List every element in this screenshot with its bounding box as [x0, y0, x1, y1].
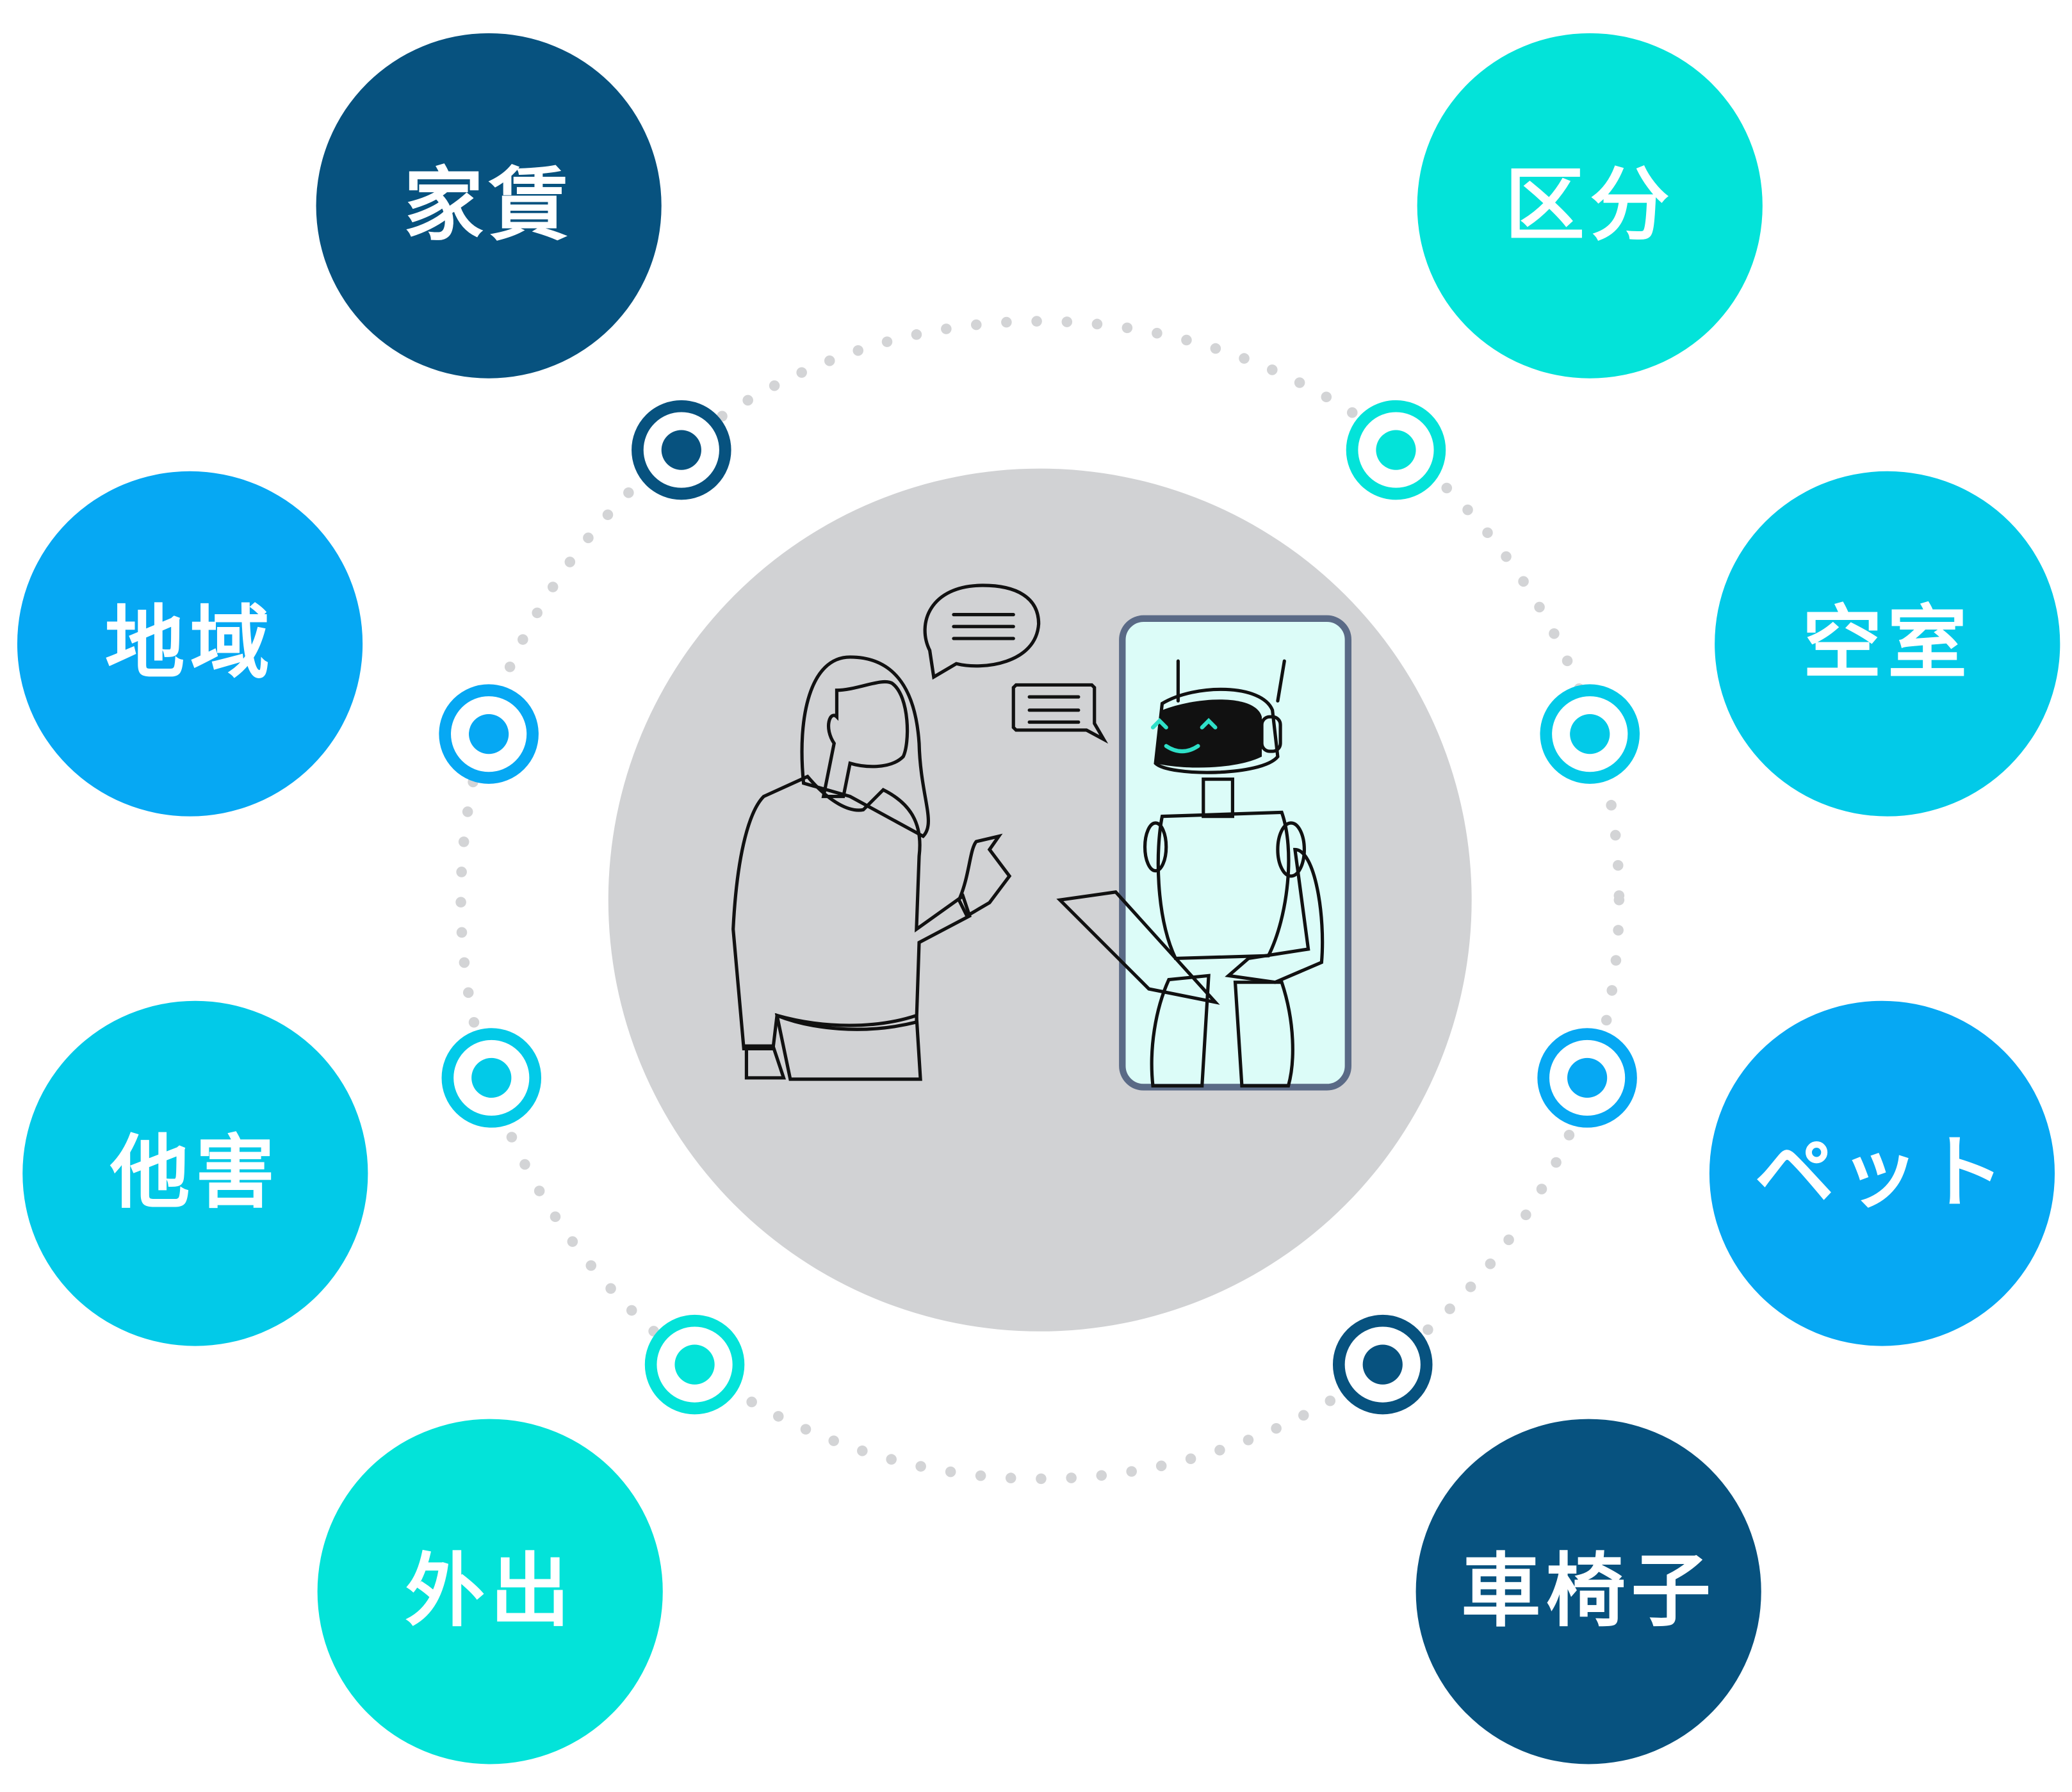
ring-marker	[632, 400, 731, 500]
speech-bubble-icon	[923, 583, 1041, 680]
ring-marker	[1346, 400, 1446, 500]
node-pet: ペット	[1709, 1000, 2055, 1346]
node-vacancy: 空室	[1715, 471, 2060, 817]
node-label: 他害	[110, 1127, 280, 1219]
ring-marker	[439, 684, 539, 784]
dotted-ring	[455, 316, 1625, 1485]
ring-markers	[439, 400, 1640, 1415]
node-outing: 外出	[317, 1419, 663, 1764]
node-harm: 他害	[22, 1000, 368, 1346]
ring-marker	[644, 1314, 745, 1415]
node-label: 区分	[1505, 159, 1675, 252]
woman-figure	[731, 655, 1012, 1081]
woman-robot-illustration	[731, 583, 1352, 1091]
node-label: 外出	[405, 1545, 575, 1638]
node-rent: 家賃	[316, 33, 662, 379]
node-label: 家賃	[404, 159, 573, 252]
node-label: 地域	[105, 598, 275, 690]
node-wheelchair: 車椅子	[1415, 1419, 1761, 1764]
chat-bubble-icon	[1011, 683, 1109, 744]
node-area: 地域	[17, 471, 363, 817]
ring-marker	[1332, 1314, 1433, 1415]
node-label: 空室	[1802, 598, 1972, 690]
ring-marker	[1540, 684, 1640, 784]
node-category: 区分	[1417, 33, 1763, 379]
ring-marker	[1537, 1028, 1637, 1128]
phone-robot	[1056, 615, 1352, 1091]
ring-marker	[441, 1028, 542, 1128]
node-label: 車椅子	[1461, 1545, 1716, 1638]
node-label: ペット	[1754, 1127, 2009, 1219]
